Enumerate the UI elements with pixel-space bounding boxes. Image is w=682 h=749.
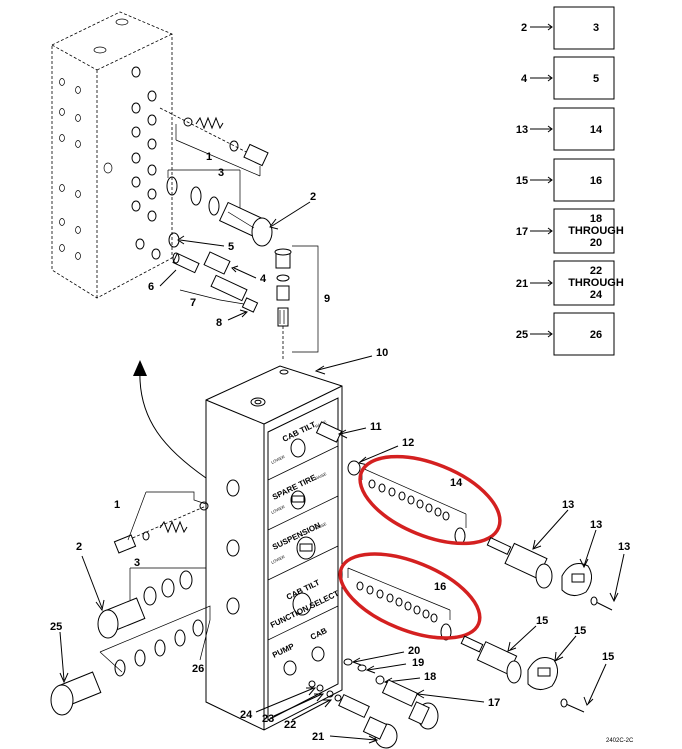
callout-17: 17 [488, 697, 500, 709]
panel-raise-label: RAISE [314, 521, 327, 531]
panel-raise-label: RAISE [314, 471, 327, 481]
panel-lower-label: LOWER [270, 504, 285, 515]
callout-19: 19 [412, 657, 424, 669]
legend-box-label: 14 [590, 124, 603, 136]
upper-manifold [51, 11, 173, 299]
item-12-parts: 12 [347, 437, 414, 476]
legend-row: 15 16 [516, 158, 615, 202]
legend-key: 25 [516, 329, 528, 341]
legend-box-label: 5 [593, 73, 599, 85]
items-17-24-parts: 20 19 18 17 24 23 22 21 [240, 645, 500, 749]
legend-box [553, 6, 615, 50]
legend-box [553, 260, 615, 306]
item-14-seal-kit: 14 [358, 454, 502, 546]
highlight-ellipse-14 [358, 454, 502, 546]
callout-12: 12 [402, 437, 414, 449]
legend-end: 20 [590, 237, 602, 249]
legend-box [553, 56, 615, 100]
legend-through: THROUGH [568, 225, 624, 237]
callout-13: 13 [590, 519, 602, 531]
legend-box [553, 208, 615, 254]
legend: 2 3 4 5 13 14 15 16 [516, 6, 624, 356]
callout-14: 14 [450, 477, 463, 489]
legend-key: 15 [516, 175, 528, 187]
panel-lower-label: LOWER [270, 554, 285, 565]
callout-1: 1 [114, 499, 120, 511]
legend-box [553, 312, 615, 356]
legend-row: 17 18 THROUGH 20 [516, 208, 624, 254]
callout-20: 20 [408, 645, 420, 657]
callout-21: 21 [312, 731, 324, 743]
drawing-code: 2402C-2C [606, 738, 634, 744]
lower-left-parts: 1 3 2 26 25 [50, 491, 211, 716]
legend-key: 2 [521, 22, 527, 34]
callout-1: 1 [206, 151, 212, 163]
legend-key: 17 [516, 226, 528, 238]
legend-box-label: 16 [590, 175, 602, 187]
callout-23: 23 [262, 713, 274, 725]
upper-item-9-parts: 9 [274, 245, 330, 360]
legend-box-label: 22 [590, 265, 602, 277]
panel-lower-label: LOWER [270, 454, 285, 465]
callout-13: 13 [618, 541, 630, 553]
callout-5: 5 [228, 241, 234, 253]
upper-item-2-3-parts: 3 2 [166, 167, 316, 247]
upper-item-1-parts: 1 [159, 107, 269, 177]
callout-10-group: 10 [314, 347, 388, 375]
item-16-seal-kit: 16 [338, 552, 482, 641]
legend-row: 25 26 [516, 312, 615, 356]
callout-10: 10 [376, 347, 388, 359]
callout-15: 15 [574, 625, 586, 637]
callout-7: 7 [190, 297, 196, 309]
legend-box-label: 18 [590, 213, 602, 225]
callout-22: 22 [284, 719, 296, 731]
legend-row: 21 22 THROUGH 24 [516, 260, 624, 306]
legend-key: 13 [516, 124, 528, 136]
callout-8: 8 [216, 317, 222, 329]
callout-2: 2 [76, 541, 82, 553]
callout-2: 2 [310, 191, 316, 203]
legend-box [553, 107, 615, 151]
upper-items-4-8-parts: 5 4 6 7 8 [148, 232, 267, 329]
item-11-parts: 11 [315, 421, 382, 443]
valve-item-2 [218, 201, 273, 247]
callout-15: 15 [536, 615, 548, 627]
callout-18: 18 [424, 671, 436, 683]
callout-9: 9 [324, 293, 330, 305]
item-15-parts: 15 15 15 [460, 615, 614, 713]
legend-row: 2 3 [521, 6, 615, 50]
callout-25: 25 [50, 621, 62, 633]
legend-through: THROUGH [568, 277, 624, 289]
callout-26: 26 [192, 663, 204, 675]
highlight-ellipse-16 [338, 552, 482, 640]
callout-4: 4 [260, 273, 267, 285]
main-manifold: CAB TILT LOWER RAISE SPARE TIRE LOWER RA… [205, 365, 343, 731]
legend-box-label: 26 [590, 329, 602, 341]
callout-13: 13 [562, 499, 574, 511]
legend-row: 13 14 [516, 107, 615, 151]
callout-6: 6 [148, 281, 154, 293]
callout-3: 3 [218, 167, 224, 179]
callout-15: 15 [602, 651, 614, 663]
rotation-arrow [133, 360, 207, 479]
legend-box-label: 3 [593, 22, 599, 34]
legend-key: 4 [521, 73, 528, 85]
legend-row: 4 5 [521, 56, 615, 100]
callout-16: 16 [434, 581, 446, 593]
callout-3: 3 [134, 557, 140, 569]
callout-11: 11 [370, 421, 382, 433]
legend-end: 24 [590, 289, 603, 301]
item-13-parts: 13 13 13 [486, 499, 630, 611]
legend-box [553, 158, 615, 202]
legend-key: 21 [516, 278, 528, 290]
callout-24: 24 [240, 709, 253, 721]
